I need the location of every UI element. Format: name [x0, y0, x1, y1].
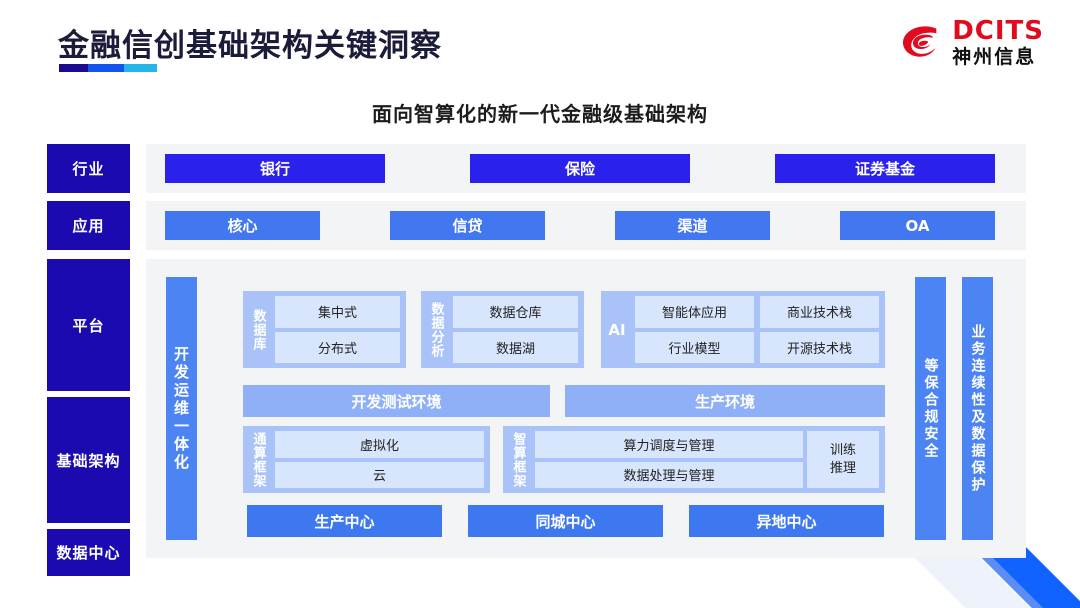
group-ai-label: AI: [608, 320, 626, 339]
env-production[interactable]: 生产环境: [565, 385, 885, 417]
tier-label-application: 应用: [47, 201, 130, 250]
application-item-core[interactable]: 核心: [165, 211, 320, 240]
logo-text-cn: 神州信息: [952, 46, 1037, 68]
tier-label-text: 基础架构: [56, 451, 121, 470]
cell-distributed[interactable]: 分布式: [275, 331, 400, 363]
industry-item-securities[interactable]: 证券基金: [775, 154, 995, 183]
group-data-analytics-cells: 数据仓库 数据湖: [451, 291, 584, 368]
application-item-label: OA: [905, 216, 930, 235]
application-item-label: 信贷: [452, 217, 483, 235]
rail-business-continuity: 业务连续性及数据保护: [962, 277, 993, 540]
logo-text-en: DCITS: [952, 16, 1044, 46]
cell-train-inference[interactable]: 训练 推理: [807, 431, 879, 488]
group-general-compute-cells: 虚拟化 云: [273, 426, 490, 493]
slide-header: 金融信创基础架构关键洞察 DCITS 神州信息: [0, 0, 1080, 90]
cell-cloud[interactable]: 云: [275, 461, 484, 488]
cell-data-lake[interactable]: 数据湖: [453, 331, 578, 363]
rail-label: 开发运维一体化: [172, 345, 190, 472]
tier-label-text: 应用: [72, 217, 105, 235]
cell-agent-application[interactable]: 智能体应用: [635, 296, 754, 328]
industry-item-label: 保险: [564, 160, 595, 178]
rail-label: 等保合规安全: [922, 357, 939, 460]
datacenter-label: 生产中心: [314, 512, 375, 531]
tier-label-platform: 平台: [47, 259, 130, 391]
datacenter-remote[interactable]: 异地中心: [689, 505, 884, 537]
dcits-swirl-icon: [898, 20, 944, 66]
datacenter-label: 同城中心: [535, 512, 596, 531]
cell-opensource-stack[interactable]: 开源技术栈: [760, 331, 879, 363]
cell-commercial-stack[interactable]: 商业技术栈: [760, 296, 879, 328]
brand-logo: DCITS 神州信息: [898, 18, 1044, 67]
env-dev-test[interactable]: 开发测试环境: [243, 385, 550, 417]
page-title: 金融信创基础架构关键洞察: [58, 28, 442, 64]
cell-compute-scheduling[interactable]: 算力调度与管理: [535, 431, 803, 458]
industry-item-insurance[interactable]: 保险: [470, 154, 690, 183]
industry-item-bank[interactable]: 银行: [165, 154, 385, 183]
group-data-analytics: 数据分析 数据仓库 数据湖: [421, 291, 584, 368]
env-production-label: 生产环境: [694, 392, 755, 411]
application-item-credit[interactable]: 信贷: [390, 211, 545, 240]
tier-label-text: 平台: [72, 316, 105, 335]
industry-item-label: 证券基金: [854, 160, 915, 178]
application-item-oa[interactable]: OA: [840, 211, 995, 240]
industry-item-label: 银行: [259, 160, 290, 178]
group-general-compute-label: 通算框架: [250, 431, 266, 488]
group-database-label: 数据库: [250, 308, 266, 351]
group-ai: AI 智能体应用 行业模型 商业技术栈 开源技术栈: [601, 291, 885, 368]
group-intelligent-compute-label: 智算框架: [510, 431, 526, 488]
datacenter-production[interactable]: 生产中心: [247, 505, 442, 537]
title-underline-rule: [59, 64, 157, 72]
tier-label-datacenter: 数据中心: [47, 529, 130, 576]
cell-centralized[interactable]: 集中式: [275, 296, 400, 328]
datacenter-label: 异地中心: [756, 512, 817, 531]
group-database-cells: 集中式 分布式: [273, 291, 406, 368]
diagram-subtitle: 面向智算化的新一代金融级基础架构: [372, 102, 708, 126]
cell-data-processing[interactable]: 数据处理与管理: [535, 461, 803, 488]
datacenter-metro[interactable]: 同城中心: [468, 505, 663, 537]
application-item-channel[interactable]: 渠道: [615, 211, 770, 240]
group-intelligent-compute-cells: 算力调度与管理 数据处理与管理: [533, 426, 807, 493]
group-database: 数据库 集中式 分布式: [243, 291, 406, 368]
cell-data-warehouse[interactable]: 数据仓库: [453, 296, 578, 328]
group-ai-cells: 智能体应用 行业模型 商业技术栈 开源技术栈: [633, 291, 885, 368]
cell-virtualization[interactable]: 虚拟化: [275, 431, 484, 458]
rail-label: 业务连续性及数据保护: [969, 323, 986, 494]
application-item-label: 渠道: [677, 217, 708, 235]
tier-label-text: 数据中心: [56, 544, 121, 562]
rail-compliance-security: 等保合规安全: [915, 277, 946, 540]
tier-label-infra: 基础架构: [47, 397, 130, 523]
group-general-compute-framework: 通算框架 虚拟化 云: [243, 426, 490, 493]
group-intelligent-compute-framework: 智算框架 算力调度与管理 数据处理与管理 训练 推理: [503, 426, 885, 493]
rail-devops-integration: 开发运维一体化: [166, 277, 197, 540]
env-dev-test-label: 开发测试环境: [351, 392, 442, 411]
application-item-label: 核心: [227, 217, 258, 235]
cell-industry-model[interactable]: 行业模型: [635, 331, 754, 363]
tier-label-text: 行业: [72, 160, 105, 178]
group-data-analytics-label: 数据分析: [428, 301, 444, 358]
tier-label-industry: 行业: [47, 144, 130, 193]
